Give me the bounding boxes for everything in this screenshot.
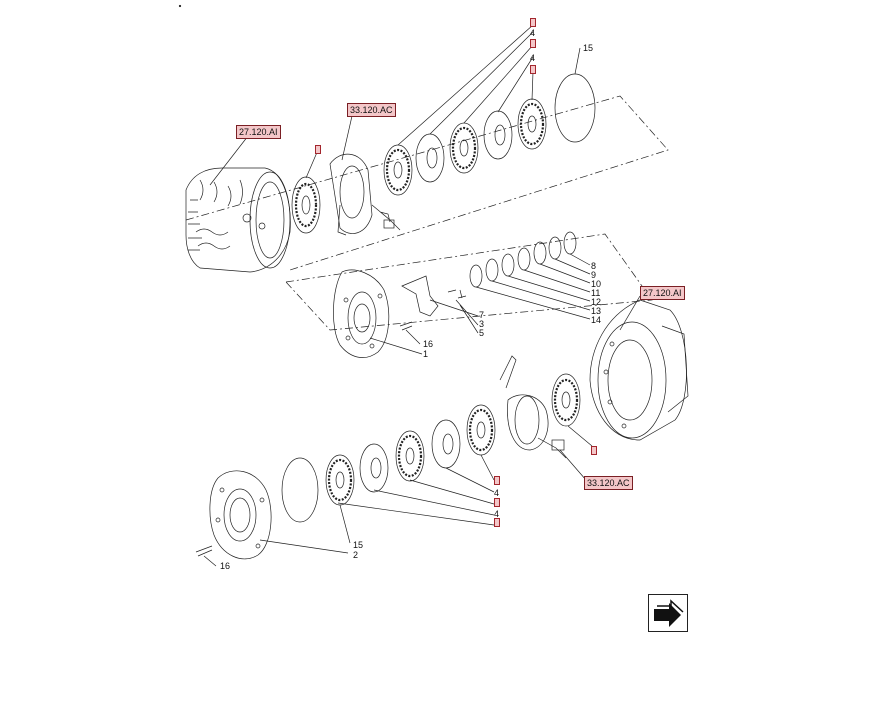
- callout-4: 4: [494, 488, 500, 498]
- mini-ref-tag[interactable]: [530, 18, 536, 27]
- callout-9: 9: [591, 270, 597, 280]
- callout-4: 4: [494, 509, 500, 519]
- callout-7: 7: [479, 310, 485, 320]
- bleed-screw: [447, 289, 467, 299]
- lower-cover-plate: [209, 470, 272, 560]
- lower-friction-disc-4: [325, 454, 355, 506]
- lower-o-ring: [281, 457, 319, 523]
- lower-steel-plate-2: [359, 443, 389, 493]
- upper-steel-plate-1: [415, 133, 445, 183]
- callout-8: 8: [591, 261, 597, 271]
- upper-assembly-boundary: [185, 95, 669, 271]
- callout-15: 15: [583, 43, 594, 53]
- upper-steel-plate-2: [483, 110, 513, 160]
- callout-4: 4: [530, 28, 536, 38]
- callout-3: 3: [479, 319, 485, 329]
- upper-friction-disc-3: [449, 122, 479, 174]
- mini-ref-tag[interactable]: [494, 518, 500, 527]
- ref-tag-33-120-ac-bottom[interactable]: 33.120.AC: [584, 476, 633, 490]
- upper-brake-disc-1: [291, 176, 321, 234]
- upper-brake-actuator: [329, 153, 401, 236]
- mini-ref-tag[interactable]: [530, 65, 536, 74]
- middle-assembly-boundary: [285, 233, 653, 331]
- callout-13: 13: [591, 306, 602, 316]
- lower-brake-actuator: [499, 355, 567, 459]
- mini-ref-tag[interactable]: [494, 498, 500, 507]
- mounting-bolt-mid: [399, 321, 413, 331]
- callout-5: 5: [479, 328, 485, 338]
- piston-housing: [333, 269, 390, 358]
- upper-o-ring: [554, 73, 596, 143]
- callout-16: 16: [220, 561, 231, 571]
- next-page-button[interactable]: [648, 594, 688, 632]
- next-page-arrow-icon: [654, 599, 684, 627]
- callout-11: 11: [591, 288, 601, 298]
- lower-friction-disc-2: [466, 404, 496, 456]
- brake-lever: [401, 275, 439, 317]
- callout-14: 14: [591, 315, 602, 325]
- left-axle-housing: [185, 167, 291, 273]
- callout-16: 16: [423, 339, 434, 349]
- callout-4: 4: [530, 53, 536, 63]
- callout-2: 2: [353, 550, 359, 560]
- callout-10: 10: [591, 279, 602, 289]
- lower-friction-disc-3: [395, 430, 425, 482]
- mini-ref-tag[interactable]: [315, 145, 321, 154]
- ref-tag-27-120-ai-left[interactable]: 27.120.AI: [236, 125, 281, 139]
- right-axle-housing: [589, 299, 689, 441]
- mini-ref-tag[interactable]: [494, 476, 500, 485]
- ref-tag-27-120-ai-right[interactable]: 27.120.AI: [640, 286, 685, 300]
- upper-friction-disc-4: [517, 98, 547, 150]
- seal-ring-stack: [469, 231, 577, 288]
- lower-brake-disc-1: [551, 373, 581, 427]
- callout-12: 12: [591, 297, 602, 307]
- upper-friction-disc-2: [383, 144, 413, 196]
- ref-tag-33-120-ac-top[interactable]: 33.120.AC: [347, 103, 396, 117]
- callout-1: 1: [423, 349, 429, 359]
- mini-ref-tag[interactable]: [530, 39, 536, 48]
- callout-15: 15: [353, 540, 364, 550]
- mounting-bolt-bottom: [195, 545, 213, 557]
- mini-ref-tag[interactable]: [591, 446, 597, 455]
- lower-steel-plate-1: [431, 419, 461, 469]
